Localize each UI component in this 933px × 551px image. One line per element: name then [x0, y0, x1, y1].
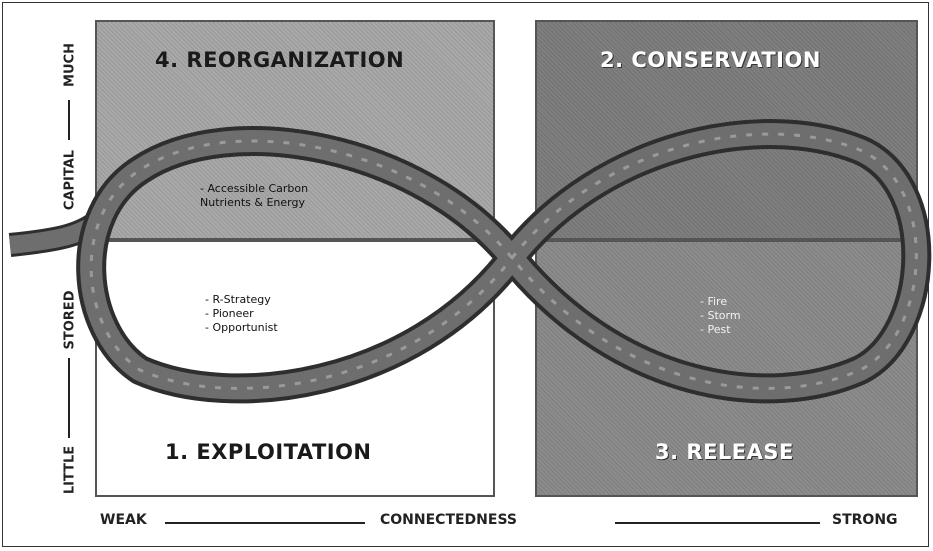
y-axis-stored-label: STORED: [62, 290, 78, 350]
note-line: - Pest: [700, 323, 731, 336]
loop-band: [80, 123, 928, 400]
y-axis-arrow-lower: [68, 358, 70, 438]
note-line: - Pioneer: [205, 307, 254, 320]
note-line: - Storm: [700, 309, 741, 322]
y-axis-capital-label: CAPITAL: [62, 149, 78, 211]
reorganization-notes: - Accessible Carbon Nutrients & Energy: [200, 182, 308, 210]
note-line: Nutrients & Energy: [200, 196, 305, 209]
release-title: 3. RELEASE: [655, 440, 794, 464]
y-axis-little-label: LITTLE: [62, 445, 78, 495]
note-line: - Opportunist: [205, 321, 278, 334]
y-axis-arrow-upper: [68, 100, 70, 140]
conservation-title: 2. CONSERVATION: [600, 48, 821, 72]
x-axis-arrow-left: [165, 522, 365, 524]
loop-texture: [89, 132, 918, 390]
note-line: - Fire: [700, 295, 728, 308]
x-axis-arrow-right: [615, 522, 820, 524]
x-axis-weak-label: WEAK: [100, 512, 147, 528]
note-line: - Accessible Carbon: [200, 182, 309, 195]
reorganization-title: 4. REORGANIZATION: [155, 48, 405, 72]
x-axis-strong-label: STRONG: [832, 512, 898, 528]
exploitation-title: 1. EXPLOITATION: [165, 440, 372, 464]
exploitation-notes: - R-Strategy - Pioneer - Opportunist: [205, 293, 278, 335]
release-notes: - Fire - Storm - Pest: [700, 295, 741, 337]
y-axis-much-label: MUCH: [62, 43, 78, 87]
note-line: - R-Strategy: [205, 293, 271, 306]
x-axis-title: CONNECTEDNESS: [380, 512, 517, 528]
